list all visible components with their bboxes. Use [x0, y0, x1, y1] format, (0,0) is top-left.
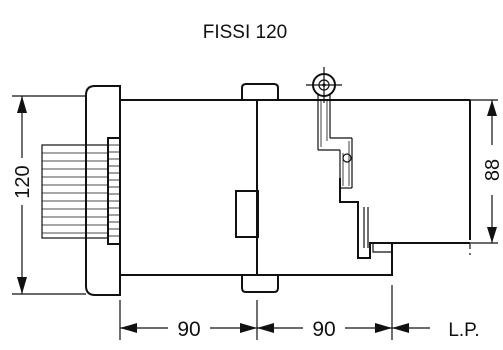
dimension-height-left: 120	[12, 95, 86, 295]
inner-profile	[339, 178, 470, 259]
dimension-label-120: 120	[12, 165, 34, 198]
module-block-first	[119, 99, 258, 276]
dimension-label-90-second: 90	[312, 318, 335, 341]
dimension-height-right: 88	[470, 99, 503, 244]
top-clip	[241, 83, 279, 101]
dimension-width-row: 90 90 L.P.	[119, 285, 480, 341]
gasket-profile	[317, 93, 369, 248]
latch-window	[235, 190, 259, 238]
dimension-label-lp: L.P.	[448, 320, 479, 341]
side-plate-left	[85, 85, 121, 296]
drawing-title: FISSI 120	[203, 22, 288, 43]
dimension-label-90-first: 90	[177, 318, 200, 341]
module-block-second	[256, 99, 471, 276]
bottom-clip	[241, 274, 279, 293]
hinge-axis	[306, 67, 342, 103]
dimension-label-88: 88	[482, 159, 503, 181]
connector-strip	[107, 137, 121, 245]
handle-fins	[41, 144, 109, 239]
